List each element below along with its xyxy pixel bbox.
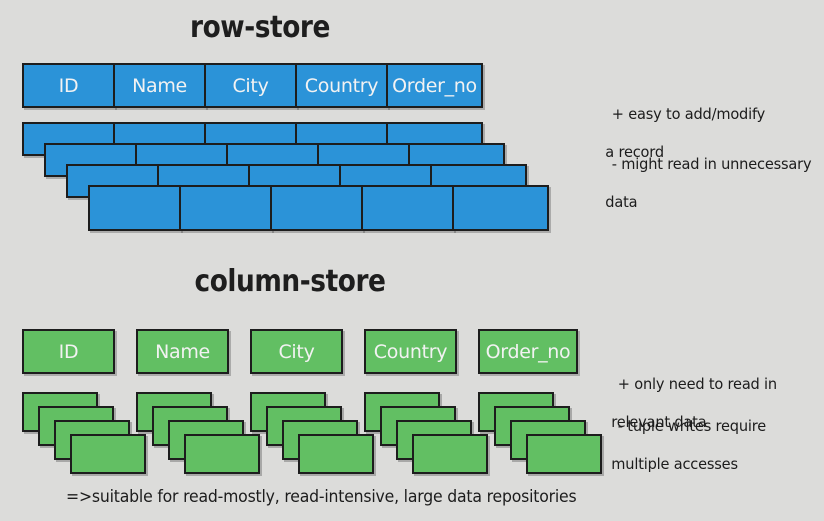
- column-store-value-stack: [478, 392, 602, 474]
- column-store-note-drawback: - tuple writes require multiple accesses: [600, 398, 766, 512]
- column-store-header-label: Name: [155, 340, 210, 363]
- row-store-note-advantage: + easy to add/modify a record: [594, 86, 765, 200]
- row-store-header-cell: Order_no: [386, 63, 483, 108]
- column-store-header-box: Order_no: [478, 329, 578, 374]
- column-store-value-stack: [250, 392, 374, 474]
- column-store-value-box: [412, 434, 488, 474]
- column-store-note-drawback-line1: - tuple writes require: [617, 417, 767, 435]
- row-store-title: row-store: [190, 10, 330, 45]
- row-store-note-drawback-line1: - might read in unnecessary: [611, 155, 812, 173]
- row-store-header-cell-label: Name: [132, 74, 187, 97]
- column-store-value-box: [526, 434, 602, 474]
- row-store-note-drawback-line2: data: [605, 193, 638, 211]
- column-store-header-box: City: [250, 329, 343, 374]
- row-store-header-cell: Country: [295, 63, 388, 108]
- column-store-note-drawback-line2: multiple accesses: [611, 455, 738, 473]
- row-store-header-cell: ID: [22, 63, 115, 108]
- column-store-note-advantage-line1: + only need to read in: [617, 375, 777, 393]
- row-store-record-cell: [179, 185, 272, 231]
- column-store-value-box: [184, 434, 260, 474]
- column-store-note-advantage-line2: relevant data: [611, 413, 707, 431]
- column-store-header-label: ID: [58, 340, 79, 363]
- row-store-record-cell: [452, 185, 549, 231]
- column-store-header-box: Country: [364, 329, 457, 374]
- row-store-header-cell: Name: [113, 63, 206, 108]
- row-store-header-cell-label: ID: [58, 74, 79, 97]
- column-store-header-label: City: [278, 340, 315, 363]
- column-store-header-label: Country: [373, 340, 448, 363]
- row-store-note-advantage-line2: a record: [605, 143, 664, 161]
- row-store-note-drawback: - might read in unnecessary data: [594, 136, 811, 250]
- row-store-record-cell: [270, 185, 363, 231]
- row-store-header-cell-label: Country: [304, 74, 379, 97]
- row-store-header-cell: City: [204, 63, 297, 108]
- column-store-header-box: ID: [22, 329, 115, 374]
- column-store-value-box: [70, 434, 146, 474]
- column-store-value-stack: [364, 392, 488, 474]
- row-store-record-cell: [88, 185, 181, 231]
- row-store-record-cell: [361, 185, 454, 231]
- row-store-header-cell-label: Order_no: [392, 74, 477, 97]
- column-store-value-stack: [136, 392, 260, 474]
- column-store-note-advantage: + only need to read in relevant data: [600, 356, 777, 470]
- summary-caption: =>suitable for read-mostly, read-intensi…: [66, 487, 577, 506]
- column-store-header-label: Order_no: [485, 340, 571, 363]
- column-store-header-box: Name: [136, 329, 229, 374]
- column-store-value-box: [298, 434, 374, 474]
- row-store-note-advantage-line1: + easy to add/modify: [611, 105, 766, 123]
- column-store-title: column-store: [194, 264, 386, 299]
- column-store-value-stack: [22, 392, 146, 474]
- row-store-header-cell-label: City: [232, 74, 269, 97]
